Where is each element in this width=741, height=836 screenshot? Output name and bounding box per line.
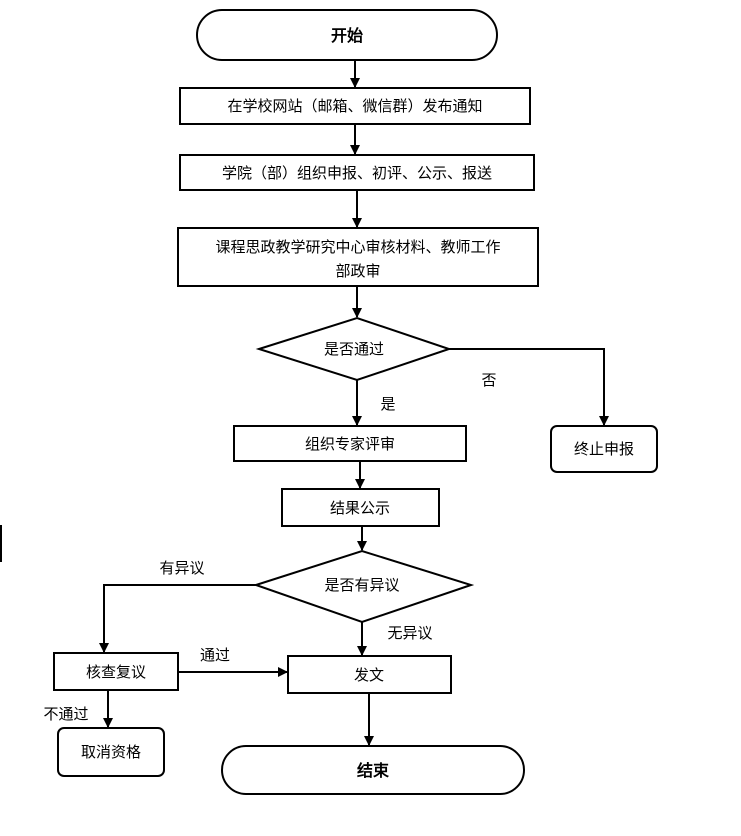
expert-label: 组织专家评审 [305, 435, 395, 453]
terminate-label: 终止申报 [574, 440, 634, 458]
publicize-node: 结果公示 [281, 488, 440, 527]
recheck-node: 核查复议 [53, 652, 179, 691]
notice-node: 在学校网站（邮箱、微信群）发布通知 [179, 87, 531, 125]
edge-label-not-passed: 不通过 [43, 705, 88, 723]
objection-decision-label: 是否有异议 [324, 576, 399, 594]
objection-decision-node: 是否有异议 [252, 549, 475, 624]
pass-decision-label: 是否通过 [324, 340, 384, 358]
review-label-line1: 课程思政教学研究中心审核材料、教师工作 [215, 238, 500, 256]
edge-label-no-objection: 无异议 [387, 624, 432, 642]
publicize-label: 结果公示 [330, 499, 390, 517]
notice-label: 在学校网站（邮箱、微信群）发布通知 [227, 97, 482, 115]
pass-decision-node: 是否通过 [255, 316, 453, 382]
issue-node: 发文 [287, 655, 452, 694]
review-label-line2: 部政审 [335, 262, 380, 280]
edge-label-passed: 通过 [200, 646, 230, 664]
edge-label-has-objection: 有异议 [159, 559, 204, 577]
recheck-label: 核查复议 [86, 663, 146, 681]
start-label: 开始 [331, 26, 363, 45]
arrow-no [449, 348, 609, 426]
college-node: 学院（部）组织申报、初评、公示、报送 [179, 154, 535, 191]
start-node: 开始 [196, 9, 498, 61]
terminate-node: 终止申报 [550, 425, 658, 473]
issue-label: 发文 [354, 666, 384, 684]
review-node: 课程思政教学研究中心审核材料、教师工作 部政审 [177, 227, 539, 287]
disqualify-node: 取消资格 [57, 727, 165, 777]
expert-node: 组织专家评审 [233, 425, 467, 462]
end-node: 结束 [221, 745, 525, 795]
end-label: 结束 [356, 761, 390, 780]
arrow-has-objection [99, 584, 256, 653]
disqualify-label: 取消资格 [81, 743, 141, 761]
edge-label-yes: 是 [380, 395, 395, 413]
edge-label-no: 否 [481, 371, 496, 389]
college-label: 学院（部）组织申报、初评、公示、报送 [222, 164, 492, 182]
